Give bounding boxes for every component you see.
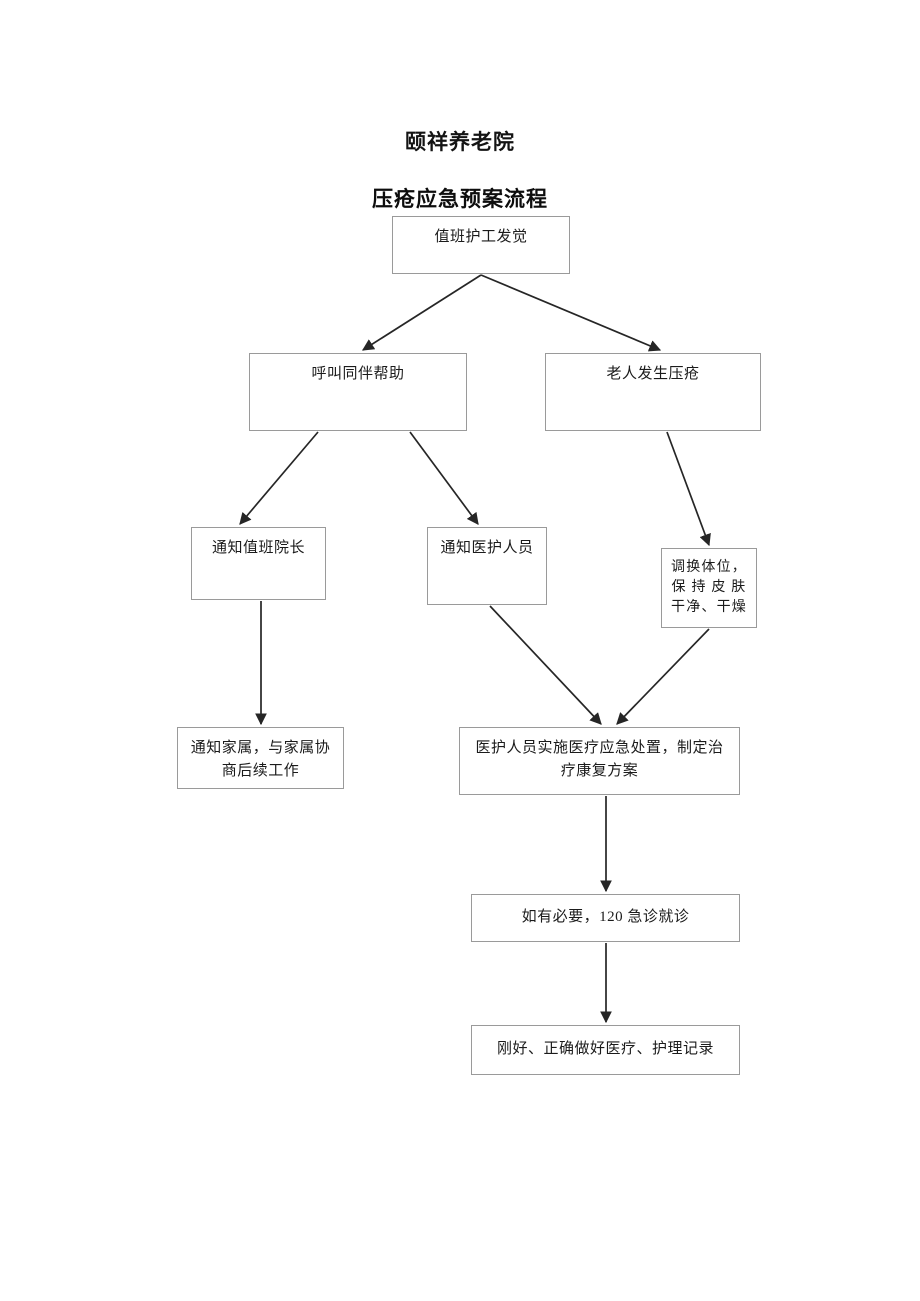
edge-discover-to-callhelp bbox=[361, 274, 482, 351]
flow-node-notify-family[interactable]: 通知家属，与家属协 商后续工作 bbox=[177, 727, 344, 789]
flow-node-label: 通知值班院长 bbox=[211, 540, 305, 556]
flow-node-emergency-call[interactable]: 如有必要，120 急诊就诊 bbox=[471, 894, 740, 942]
flow-node-label: 如有必要，120 急诊就诊 bbox=[521, 909, 690, 926]
edge-callhelp-to-notifymed bbox=[409, 431, 479, 525]
flow-node-record-keeping[interactable]: 刚好、正确做好医疗、护理记录 bbox=[471, 1025, 740, 1075]
flow-node-label: 刚好、正确做好医疗、护理记录 bbox=[496, 1041, 714, 1058]
flow-node-label: 通知家属，与家属协 商后续工作 bbox=[190, 740, 331, 780]
flow-node-discover[interactable]: 值班护工发觉 bbox=[392, 216, 570, 274]
edge-reposition-to-treatment bbox=[616, 628, 710, 725]
flow-node-reposition[interactable]: 调换体位， 保 持 皮 肤 干净、干燥 bbox=[661, 548, 757, 628]
flow-node-treatment-plan[interactable]: 医护人员实施医疗应急处置，制定治 疗康复方案 bbox=[459, 727, 740, 795]
page-subtitle: 压疮应急预案流程 bbox=[372, 188, 548, 211]
flow-node-label: 通知医护人员 bbox=[440, 540, 534, 556]
flow-node-notify-medical-staff[interactable]: 通知医护人员 bbox=[427, 527, 547, 605]
flow-node-label: 老人发生压疮 bbox=[606, 366, 700, 382]
edge-discover-to-pressure bbox=[480, 274, 662, 352]
flow-node-pressure[interactable]: 老人发生压疮 bbox=[545, 353, 761, 431]
page-title: 颐祥养老院 bbox=[405, 131, 515, 154]
flow-node-callhelp[interactable]: 呼叫同伴帮助 bbox=[249, 353, 467, 431]
flow-node-label: 调换体位， 保 持 皮 肤 干净、干燥 bbox=[671, 559, 747, 616]
flow-node-label: 呼叫同伴帮助 bbox=[311, 366, 405, 382]
edge-notifymed-to-treatment bbox=[489, 605, 602, 725]
edge-pressure-to-reposition bbox=[666, 431, 711, 547]
flow-node-label: 值班护工发觉 bbox=[434, 229, 528, 245]
flow-node-label: 医护人员实施医疗应急处置，制定治 疗康复方案 bbox=[475, 740, 724, 780]
flow-node-notify-director[interactable]: 通知值班院长 bbox=[191, 527, 326, 600]
edge-callhelp-to-notifydir bbox=[239, 431, 319, 525]
